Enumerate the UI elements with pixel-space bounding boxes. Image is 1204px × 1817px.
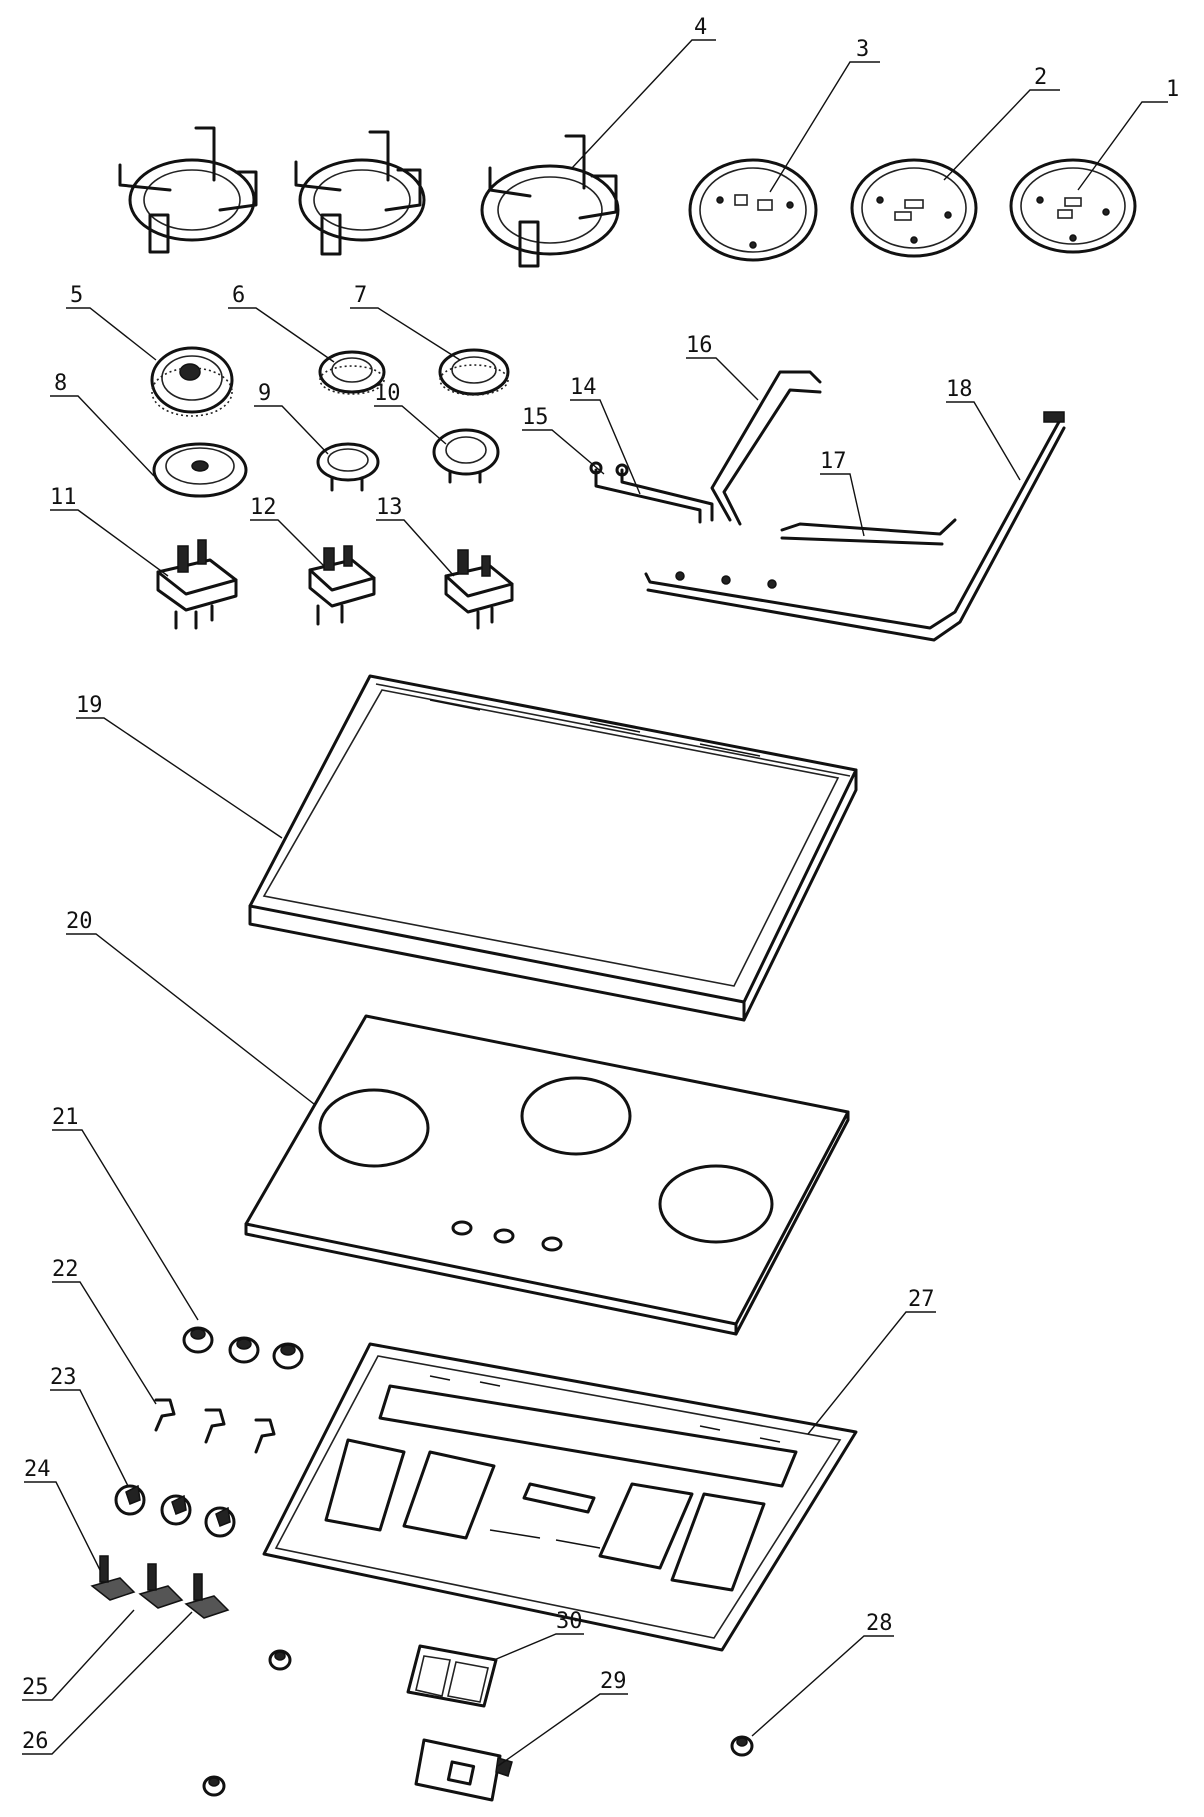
callout-1: 1	[1166, 77, 1179, 102]
callout-30: 30	[556, 1609, 583, 1634]
gas-pipe-17	[780, 518, 957, 546]
burner-cap-large	[150, 346, 234, 417]
callout-10: 10	[374, 381, 401, 406]
callout-21: 21	[52, 1105, 79, 1130]
pan-support-middle	[294, 130, 426, 256]
bottom-tray	[262, 1342, 858, 1652]
callout-8: 8	[54, 371, 67, 396]
knob-brackets	[154, 1398, 276, 1454]
callout-25: 25	[22, 1675, 49, 1700]
gas-pipe-14-15	[589, 461, 714, 524]
callout-13: 13	[376, 495, 403, 520]
glass-top-panel	[244, 1014, 850, 1336]
callout-23: 23	[50, 1365, 77, 1390]
cooktop-frame	[248, 674, 858, 1022]
burner-base-13	[444, 549, 514, 630]
burner-base-12	[308, 545, 376, 626]
callout-2: 2	[1034, 65, 1047, 90]
gas-valves	[90, 1555, 230, 1619]
callout-16: 16	[686, 333, 713, 358]
callout-24: 24	[24, 1457, 51, 1482]
callout-6: 6	[232, 283, 245, 308]
control-knobs	[114, 1484, 236, 1538]
cap-plate-3	[688, 158, 818, 262]
callout-17: 17	[820, 449, 847, 474]
callout-leaders	[22, 39, 1168, 1767]
cap-plate-1	[1009, 158, 1137, 254]
gas-pipe-16	[710, 370, 822, 526]
callout-7: 7	[354, 283, 367, 308]
callout-5: 5	[70, 283, 83, 308]
burner-base-11	[156, 539, 238, 630]
callout-22: 22	[52, 1257, 79, 1282]
callout-27: 27	[908, 1287, 935, 1312]
burner-head-medium	[316, 442, 380, 492]
control-box-29	[414, 1738, 513, 1802]
callout-labels: 1 2 3 4 5 6 7 8 9 10 11 12 13 14 15 16 1…	[22, 15, 1179, 1754]
callout-14: 14	[570, 375, 597, 400]
callout-11: 11	[50, 485, 77, 510]
callout-3: 3	[856, 37, 869, 62]
callout-29: 29	[600, 1669, 627, 1694]
cap-plate-2	[850, 158, 978, 258]
pan-support-right	[480, 134, 620, 268]
knob-rings	[182, 1326, 304, 1370]
callout-18: 18	[946, 377, 973, 402]
callout-15: 15	[522, 405, 549, 430]
burner-head-large	[152, 442, 248, 498]
pan-support-left	[118, 126, 258, 254]
gas-manifold-18	[644, 411, 1066, 642]
callout-28: 28	[866, 1611, 893, 1636]
callout-4: 4	[694, 15, 707, 40]
callout-9: 9	[258, 381, 271, 406]
callout-19: 19	[76, 693, 103, 718]
burner-cap-medium	[318, 350, 386, 395]
feet	[202, 1649, 754, 1797]
burner-cap-small	[438, 348, 510, 396]
burner-head-small	[432, 428, 500, 484]
callout-20: 20	[66, 909, 93, 934]
callout-26: 26	[22, 1729, 49, 1754]
mounting-bracket-30	[406, 1644, 498, 1708]
callout-12: 12	[250, 495, 277, 520]
